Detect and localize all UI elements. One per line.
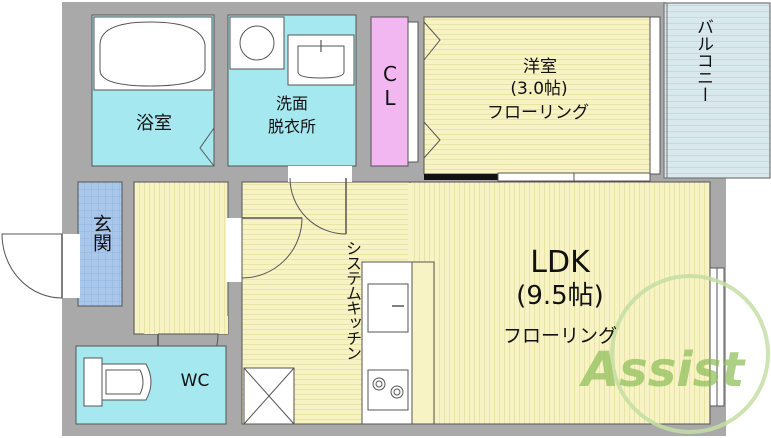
ldk-door-swing: [241, 217, 303, 279]
ldk-label-line1: LDK: [530, 245, 590, 280]
closet-label: CL: [378, 62, 402, 110]
western-room-door: [423, 21, 441, 159]
watermark-circle: [610, 274, 770, 434]
corridor-lower: [144, 316, 228, 334]
bathtub-inner: [99, 21, 206, 87]
ldk-label-line3: フローリング: [502, 325, 617, 347]
watermark-text: Assist: [578, 342, 746, 398]
western-room-label-line2: (3.0帖): [510, 79, 568, 99]
balcony: [663, 2, 771, 179]
toilet-label: WC: [180, 371, 210, 391]
washbasin-bowl: [297, 45, 345, 79]
watermark-logo: Assist: [578, 274, 770, 434]
wash-door-swing: [289, 177, 347, 235]
kitchen-label: システムキッチン: [343, 240, 362, 360]
balcony-label: バルコニー: [693, 18, 713, 103]
closet-door: [407, 21, 419, 163]
corridor: [133, 181, 229, 335]
ldk-main: [409, 181, 711, 425]
entrance-door-opening: [58, 234, 80, 298]
kitchen-sink: [367, 283, 409, 333]
western-room-label-line1: 洋室: [523, 57, 557, 77]
western-room-window: [649, 16, 661, 175]
entrance: [77, 181, 123, 307]
toilet-tank: [83, 357, 103, 407]
toilet-seat: [105, 369, 144, 395]
kitchen-stove: [367, 369, 409, 411]
stove-burner-right: [390, 385, 404, 399]
storage-box-cross: [243, 367, 295, 425]
stove-burner-left: [372, 377, 386, 391]
western-room: [423, 16, 651, 175]
closet: [370, 16, 409, 167]
ldk-label-line2: (9.5帖): [516, 281, 604, 311]
corridor-door-opening: [226, 218, 242, 282]
washing-machine-drain: [239, 25, 275, 61]
entrance-door-swing: [1, 233, 63, 299]
bathroom-label: 浴室: [136, 113, 172, 134]
washroom-label-line1: 洗面: [275, 94, 308, 113]
entrance-label: 玄関: [90, 214, 112, 252]
wash-door-opening: [288, 166, 352, 182]
stove-burner-right-inner: [393, 388, 401, 396]
western-room-label-line3: フローリング: [487, 103, 589, 123]
kitchen-counter-edge: [411, 261, 435, 425]
toilet-bowl: [101, 363, 152, 401]
washing-machine-pan: [229, 16, 285, 70]
sliding-door-dark: [424, 174, 498, 180]
washroom-label-line2: 脱衣所: [267, 117, 316, 136]
stove-burner-left-inner: [375, 380, 383, 388]
bathroom-door: [199, 127, 215, 167]
